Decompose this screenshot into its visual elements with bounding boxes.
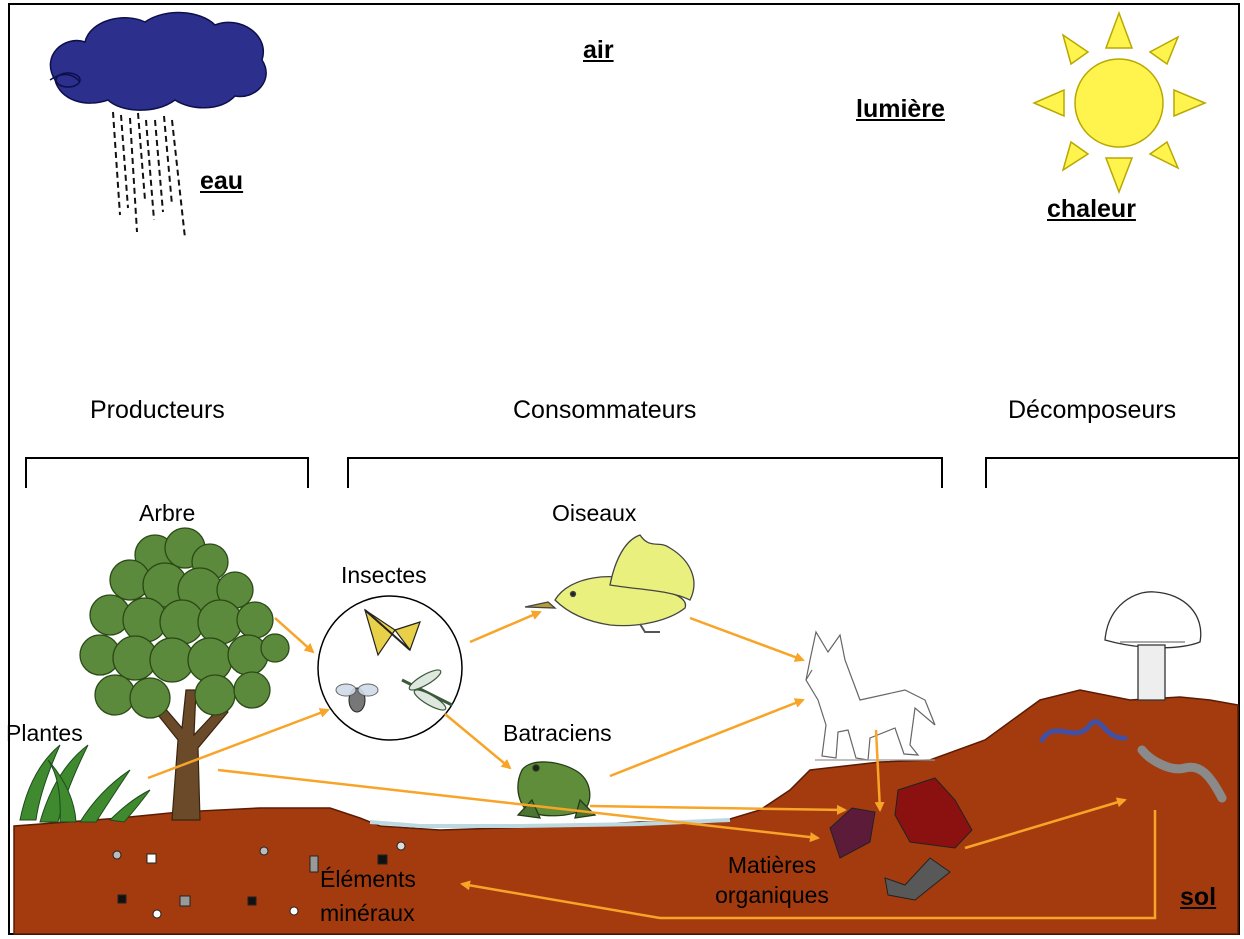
label-elements-mineraux: Éléments minéraux [320,862,416,930]
insects-icon [317,595,463,741]
label-producteurs: Producteurs [90,396,225,424]
label-eau: eau [200,167,244,195]
arrow-frog-to-organic [589,804,847,815]
arrow-decomposers-to-minerals [460,810,1157,920]
label-oiseaux: Oiseaux [552,500,637,526]
dragonfly-icon [401,669,453,711]
arrow-tree-to-insects [274,617,315,654]
arrow-insects-to-frogs [444,713,512,770]
rain-drops-icon [112,111,186,239]
arrow-insects-to-birds [469,610,542,644]
label-plantes: Plantes [6,720,83,746]
frog-icon [516,761,597,819]
arrow-plants-to-insects [147,708,330,780]
label-elements-line1: Éléments [320,866,416,892]
label-elements-line2: minéraux [320,900,415,926]
fly-icon [335,683,379,713]
mineral-particles [112,841,406,919]
arrow-frogs-to-wolf [609,698,805,778]
label-consommateurs: Consommateurs [513,396,697,424]
tree-icon [79,527,290,821]
label-chaleur: chaleur [1047,195,1136,223]
wolf-icon [805,630,936,761]
grey-worm-icon [1137,745,1227,803]
label-matieres-organiques: Matières organiques [697,850,847,910]
flow-arrows [147,610,1157,920]
bird-icon [524,534,695,633]
bracket-decomposeurs [985,457,1238,488]
arrow-plants-to-organic [217,768,820,843]
label-lumiere: lumière [856,95,945,123]
arrow-organic-to-decomposers [964,797,1127,850]
category-brackets [25,457,1238,488]
butterfly-icon [363,608,421,657]
label-decomposeurs: Décomposeurs [1008,396,1177,424]
label-insectes: Insectes [341,562,427,588]
label-sol: sol [1180,883,1217,911]
arrow-wolf-to-organic [874,729,885,812]
organic-matter-shapes [829,777,973,901]
label-matieres-line1: Matières [727,852,817,878]
label-batraciens: Batraciens [503,720,612,746]
label-matieres-line2: organiques [715,882,829,908]
arrow-birds-to-wolf [689,616,805,662]
blue-worm-icon [1039,719,1128,743]
water-pond [369,818,731,828]
mushroom-icon [1104,591,1202,701]
label-air: air [583,36,614,64]
grass-plants-icon [19,744,151,823]
bracket-consommateurs [347,457,943,488]
bracket-producteurs [25,457,309,488]
label-arbre: Arbre [139,500,196,526]
rain-cloud-icon [49,11,267,111]
sun-icon [1032,10,1207,195]
